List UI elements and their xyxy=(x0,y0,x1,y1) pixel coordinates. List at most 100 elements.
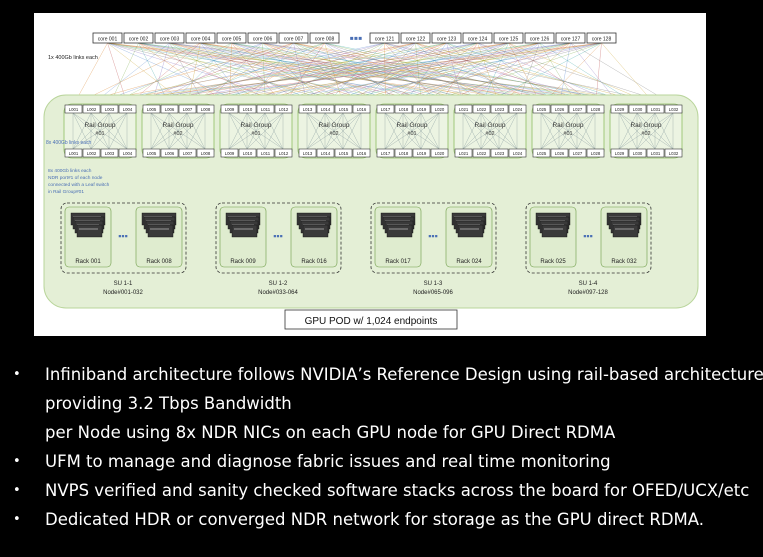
rack-label: Rack 001 xyxy=(75,259,101,265)
rail-mesh-link xyxy=(384,112,404,150)
core-switch xyxy=(123,32,154,44)
spine-switch-label: L007 xyxy=(183,107,193,112)
leaf-switch xyxy=(628,148,647,158)
leaf-switch-label: L010 xyxy=(243,151,253,156)
leaf-switch-label: L007 xyxy=(183,151,193,156)
core-switch xyxy=(431,32,462,44)
spine-switch xyxy=(274,104,293,114)
spine-switch-label: L020 xyxy=(435,107,445,112)
rail-mesh-link xyxy=(108,112,128,150)
bullet-item: •Dedicated HDR or converged NDR network … xyxy=(0,505,763,534)
leaf-switch-label: L028 xyxy=(591,151,601,156)
spine-switch-label: L013 xyxy=(303,107,313,112)
spine-switch-label: L006 xyxy=(165,107,175,112)
rail-mesh-link xyxy=(540,112,560,150)
spine-switch-label: L026 xyxy=(555,107,565,112)
rail-mesh-link xyxy=(402,112,440,150)
bullet-dot-icon: • xyxy=(13,454,21,469)
rail-group-label: Rail Group xyxy=(474,122,505,129)
gpu-server-icon xyxy=(541,224,568,238)
su-node-range: Node#001-032 xyxy=(103,290,143,296)
core-switch xyxy=(309,32,340,44)
spine-switch-label: L011 xyxy=(261,107,271,112)
leaf-switch-label: L026 xyxy=(555,151,565,156)
rail-mesh-link xyxy=(150,112,206,150)
spine-switch-label: L012 xyxy=(279,107,289,112)
leaf-switch-label: L031 xyxy=(651,151,661,156)
rail-mesh-link xyxy=(558,112,596,150)
spine-switch xyxy=(118,104,137,114)
rail-mesh-link xyxy=(540,112,596,150)
rail-mesh-link xyxy=(618,112,674,150)
leaf-switch xyxy=(64,148,83,158)
core-switch-label: core 122 xyxy=(406,37,426,43)
core-switch xyxy=(462,32,493,44)
rail-mesh-link xyxy=(186,112,206,150)
gpu-server-icon xyxy=(231,224,258,238)
spine-switch xyxy=(550,104,569,114)
core-switch-label: core 126 xyxy=(530,37,550,43)
spine-switch-label: L028 xyxy=(591,107,601,112)
leaf-links-note: 8x 400Gb links each xyxy=(48,168,92,174)
spine-switch xyxy=(196,104,215,114)
leaf-switch xyxy=(196,148,215,158)
core-switch xyxy=(92,32,123,44)
bullet-text-line: NVPS verified and sanity checked softwar… xyxy=(45,481,750,500)
leaf-switch-label: L004 xyxy=(123,151,133,156)
rail-group-label: Rail Group xyxy=(84,122,115,129)
su-boundary xyxy=(60,202,187,274)
leaf-switch-label: L021 xyxy=(459,151,469,156)
core-switch xyxy=(555,32,586,44)
leaf-switch-label: L025 xyxy=(537,151,547,156)
rack-label: Rack 025 xyxy=(540,259,566,265)
spine-switch xyxy=(646,104,665,114)
spine-switch-label: L001 xyxy=(69,107,79,112)
spine-switch xyxy=(454,104,473,114)
rail-mesh-link xyxy=(228,112,248,150)
leaf-switch xyxy=(334,148,353,158)
leaf-switch xyxy=(160,148,179,158)
leaf-switch-label: L006 xyxy=(165,151,175,156)
bullet-text-line: per Node using 8x NDR NICs on each GPU n… xyxy=(45,423,616,442)
bullet-text-line: Dedicated HDR or converged NDR network f… xyxy=(45,510,705,529)
rail-mesh-link xyxy=(384,112,422,150)
bullet-list: •Infiniband architecture follows NVIDIA’… xyxy=(0,360,763,534)
leaf-switch-label: L001 xyxy=(69,151,79,156)
spine-switch xyxy=(64,104,83,114)
rail-group-number: #02 xyxy=(485,131,494,137)
rail-group-label: Rail Group xyxy=(318,122,349,129)
leaf-switch xyxy=(376,148,395,158)
spine-switch-label: L014 xyxy=(321,107,331,112)
rail-mesh-link xyxy=(576,112,596,150)
rail-mesh-link xyxy=(420,112,440,150)
spine-switch-label: L031 xyxy=(651,107,661,112)
leaf-switch-label: L019 xyxy=(417,151,427,156)
core-switch-label: core 123 xyxy=(437,37,457,43)
rail-group-label: Rail Group xyxy=(552,122,583,129)
leaf-switch xyxy=(550,148,569,158)
leaf-switch-label: L018 xyxy=(399,151,409,156)
spine-switch-label: L019 xyxy=(417,107,427,112)
leaf-switch xyxy=(508,148,527,158)
gpu-server-vent-icon xyxy=(389,228,408,230)
spine-switch xyxy=(610,104,629,114)
spine-switch-label: L008 xyxy=(201,107,211,112)
leaf-switch xyxy=(472,148,491,158)
leaf-switch xyxy=(238,148,257,158)
rail-group-number: #02 xyxy=(641,131,650,137)
spine-switch-label: L021 xyxy=(459,107,469,112)
gpu-server-vent-icon xyxy=(79,228,98,230)
gpu-server-vent-icon xyxy=(234,228,253,230)
rail-mesh-link xyxy=(480,112,518,150)
gpu-server-vent-icon xyxy=(460,228,479,230)
spine-switch-label: L003 xyxy=(105,107,115,112)
rack-label: Rack 016 xyxy=(301,259,327,265)
